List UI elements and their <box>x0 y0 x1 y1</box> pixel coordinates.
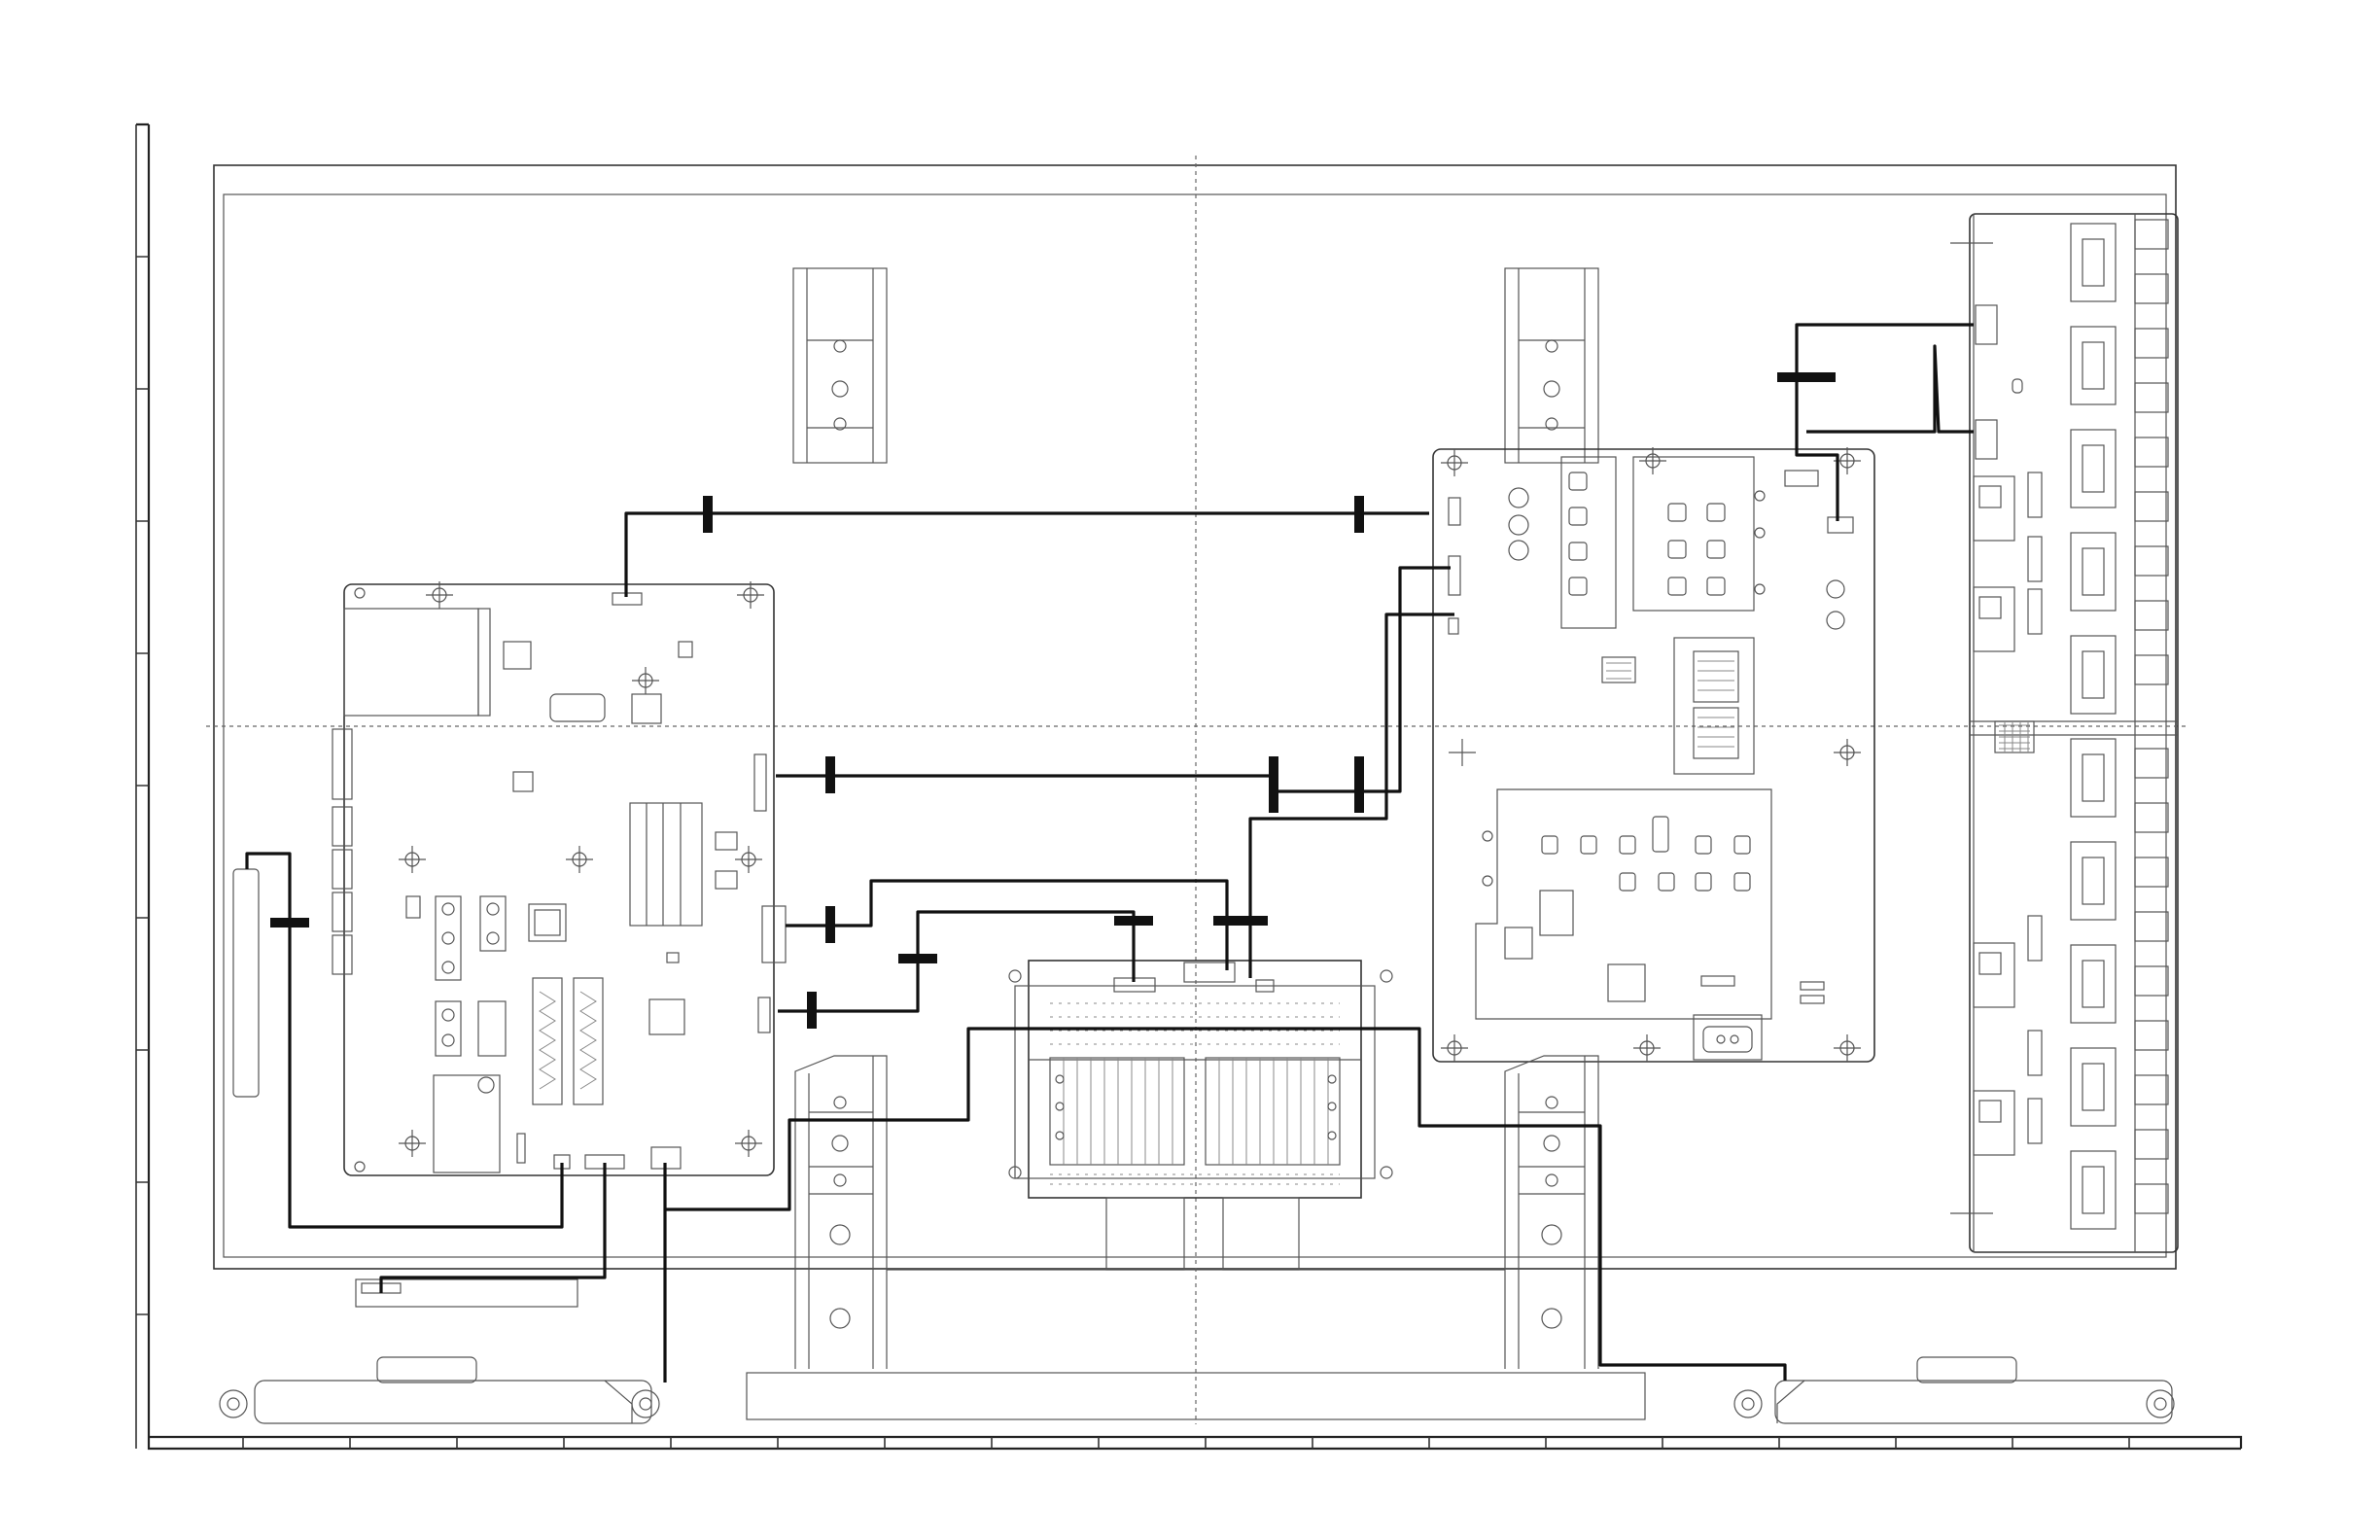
stand-bracket-left <box>795 1056 887 1369</box>
inverter-board <box>1950 214 2178 1252</box>
wire-clamp <box>1354 756 1364 813</box>
speaker-left <box>220 1357 659 1423</box>
top-bracket-right <box>1505 268 1598 463</box>
wire-power-to-inverter-b <box>1806 346 1974 432</box>
wire-clamp <box>1269 756 1278 813</box>
ruler-left-ticks <box>136 124 149 1449</box>
wire-clamp <box>807 992 817 1029</box>
wire-main-to-heatsink-a <box>786 881 1227 970</box>
ruler-frame <box>136 124 2241 1449</box>
wire-power-to-tuner <box>1250 614 1454 978</box>
stand-bracket-right <box>1505 1056 1598 1369</box>
power-board <box>1433 447 1874 1062</box>
wire-clamp <box>825 756 835 793</box>
wire-clamp <box>270 918 309 928</box>
top-bracket-left <box>793 268 887 463</box>
front-panel-strip <box>356 1279 578 1307</box>
wire-clamp <box>1114 916 1153 926</box>
wire-ir-to-main <box>247 854 562 1227</box>
wire-clamp <box>1777 372 1836 382</box>
wiring-harnesses <box>247 325 1974 1382</box>
wire-clamp <box>1213 916 1268 926</box>
speaker-right <box>1734 1357 2174 1423</box>
wire-speaker-left-to-sink <box>665 1029 1785 1381</box>
wire-clamp <box>898 954 937 963</box>
wire-clamp <box>703 496 713 533</box>
heat-sink-unit <box>1009 961 1392 1270</box>
ruler-bottom-ticks <box>243 1437 2129 1449</box>
wire-power-to-inverter-a <box>1797 325 1974 521</box>
wire-clamp <box>1354 496 1364 533</box>
ir-receiver-board <box>233 869 259 1097</box>
center-guides <box>206 156 2188 1424</box>
wire-clamp <box>825 906 835 943</box>
wire-main-to-power-mid <box>776 568 1451 791</box>
main-board <box>332 581 786 1175</box>
chassis-frame <box>214 165 2176 1269</box>
inverter-transformers <box>1974 220 2168 1229</box>
